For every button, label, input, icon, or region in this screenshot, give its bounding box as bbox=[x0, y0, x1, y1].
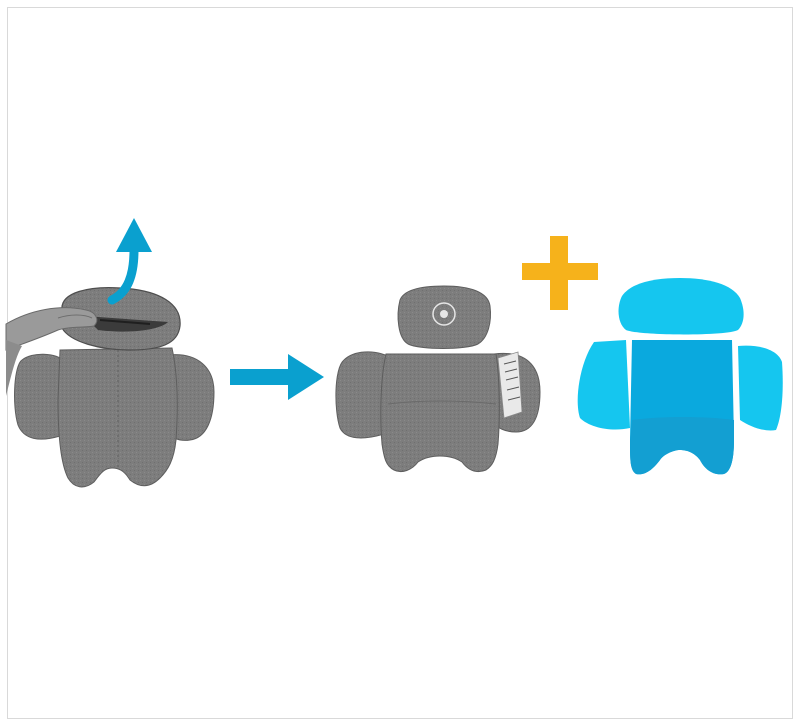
seat-insert-removal-icon bbox=[6, 218, 214, 487]
arrow-right-icon bbox=[230, 354, 324, 400]
plus-icon bbox=[522, 236, 598, 310]
foam-inserts-icon bbox=[578, 278, 783, 474]
seat-insert-icon bbox=[336, 286, 540, 472]
